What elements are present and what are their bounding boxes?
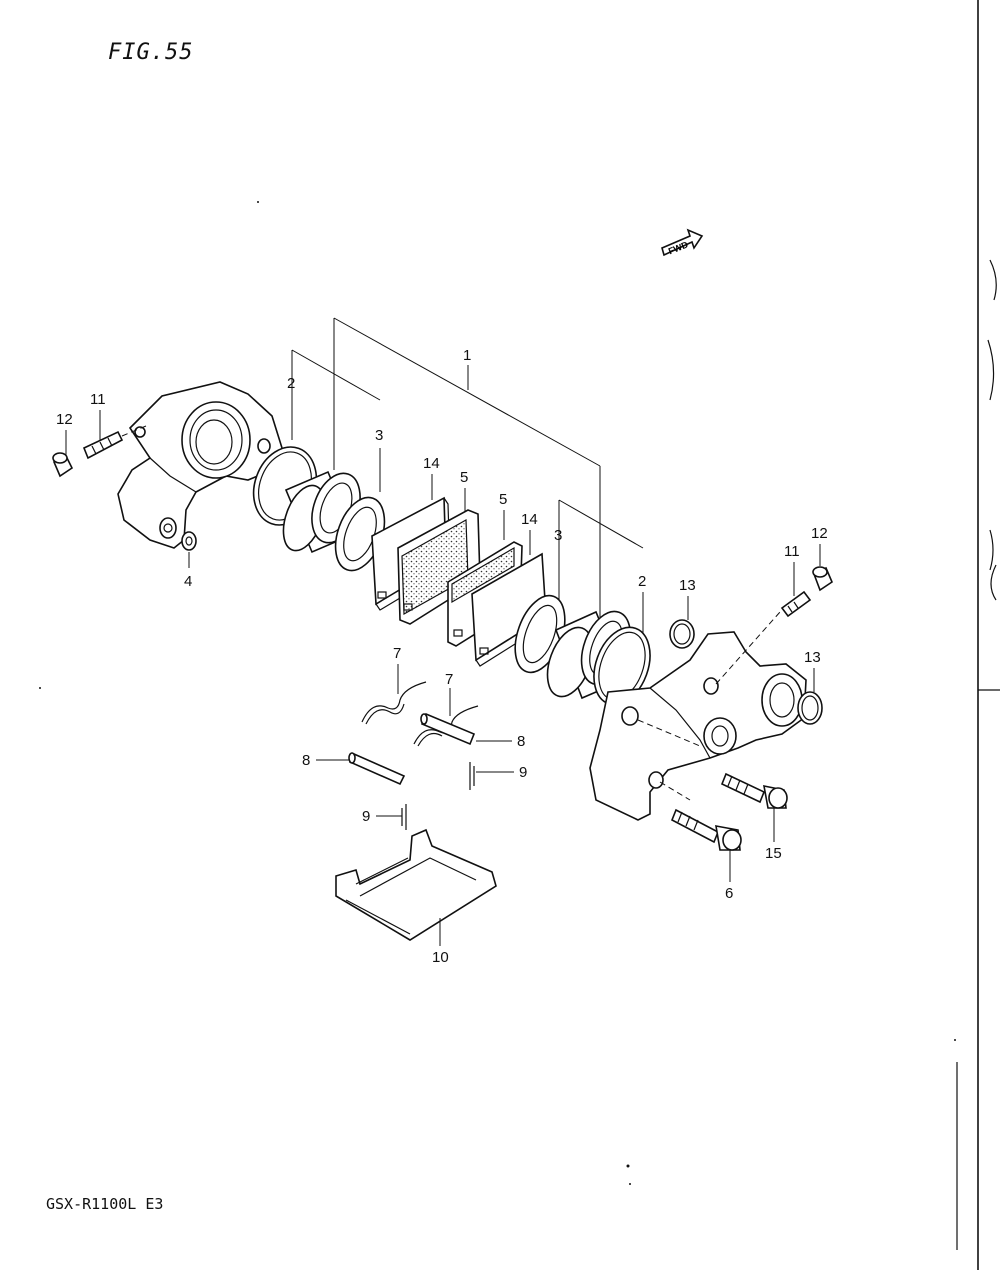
callout-2-right: 2 [638, 573, 646, 590]
pad-pin-8-left [348, 752, 406, 786]
callout-14-right: 14 [521, 511, 538, 528]
right-caliper-half [589, 611, 807, 821]
callout-4: 4 [184, 573, 192, 590]
callout-5-left: 5 [460, 469, 468, 486]
fwd-badge-text: FWD [667, 239, 690, 256]
callout-7-top: 7 [393, 645, 401, 662]
brake-pad-left [397, 509, 481, 625]
callout-2-left: 2 [287, 375, 295, 392]
callout-11-left: 11 [90, 391, 106, 408]
assembly-bracket-1 [333, 317, 601, 640]
callout-13-right: 13 [804, 649, 821, 666]
callout-15: 15 [765, 845, 782, 862]
washer-4 [181, 531, 197, 551]
model-code-footer: GSX-R1100L E3 [46, 1195, 164, 1213]
callout-8-right: 8 [517, 733, 525, 750]
figure-title: FIG.55 [108, 40, 194, 65]
pad-pin-8-right [420, 712, 476, 746]
callout-12-right: 12 [811, 525, 828, 542]
callout-numbers: 1 2 3 11 12 4 14 5 5 14 3 2 13 11 12 13 … [56, 347, 828, 966]
callout-10: 10 [432, 949, 449, 966]
callout-3-left: 3 [375, 427, 383, 444]
pad-spring-7-top [361, 681, 427, 725]
clip-9-left [401, 804, 407, 830]
bolt-6 [670, 808, 742, 851]
fwd-arrow-icon: FWD [661, 228, 704, 256]
bleeder-valve-left [82, 425, 147, 460]
clip-9-right [469, 762, 475, 790]
callout-12-left: 12 [56, 411, 73, 428]
callout-7-bottom: 7 [445, 671, 453, 688]
callout-8-left: 8 [302, 752, 310, 769]
pad-cover-10 [335, 828, 497, 941]
bleeder-cap-right [812, 566, 833, 592]
bleeder-cap-left [52, 452, 74, 478]
left-caliper-half [117, 381, 283, 549]
page-edge-artifacts [956, 0, 1000, 1270]
bracket-2-3-left [291, 349, 381, 492]
callout-9-left: 9 [362, 808, 370, 825]
callout-11-right: 11 [784, 543, 800, 560]
o-ring-13-top [669, 619, 695, 649]
callout-9-right: 9 [519, 764, 527, 781]
bleeder-valve-right [780, 590, 812, 618]
callout-6: 6 [725, 885, 733, 902]
callout-1: 1 [463, 347, 471, 364]
o-ring-13-right [797, 691, 823, 725]
callout-14-left: 14 [423, 455, 440, 472]
callout-3-right: 3 [554, 527, 562, 544]
callout-leaders [65, 410, 821, 946]
callout-5-right: 5 [499, 491, 507, 508]
callout-13-top: 13 [679, 577, 696, 594]
bolt-15 [720, 772, 788, 809]
bracket-2-3-right [558, 499, 644, 640]
scan-specks [39, 201, 956, 1185]
